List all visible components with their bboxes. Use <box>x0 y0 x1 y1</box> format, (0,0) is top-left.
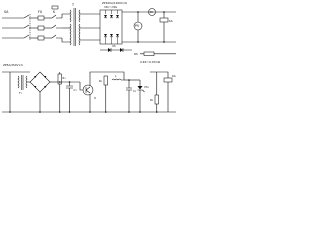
relay-ka <box>159 12 169 42</box>
lower-relay <box>150 71 173 112</box>
ammeter <box>148 8 156 16</box>
circuit-schematic: SA FU K T <box>2 1 176 113</box>
junction-dots <box>9 11 165 113</box>
control-bridge <box>27 71 58 112</box>
contactor-label: K <box>53 10 56 14</box>
voltmeter-label: PV <box>135 24 140 28</box>
three-phase-input <box>2 17 24 39</box>
relay-label: KA <box>169 19 173 23</box>
r2-label: R₂ <box>99 79 102 83</box>
switch-label: SA <box>4 10 9 14</box>
output-shunt <box>140 51 176 56</box>
control-rc-network <box>57 72 80 112</box>
r3-label: R₃ <box>150 98 153 102</box>
shunt-label: RS <box>134 52 138 56</box>
lower-transformer-label: T₁ <box>18 91 22 95</box>
thyristor-group <box>100 48 132 52</box>
fuse-group <box>37 15 52 41</box>
trigger-label: U <box>94 96 96 100</box>
lower-transformer <box>17 75 28 90</box>
input-switch <box>23 14 38 40</box>
c1-label: C₁ <box>74 88 77 92</box>
voltmeter <box>133 12 143 42</box>
fuse-label: FU <box>38 10 43 14</box>
transformer-label: T <box>71 3 75 7</box>
vs-lower-label: VS₁ <box>144 85 149 89</box>
lower-feed <box>2 71 176 113</box>
main-transformer <box>61 8 81 46</box>
ka-lower-label: KA <box>172 74 176 78</box>
c2-label: C₂ <box>133 89 136 93</box>
dc-output-bus <box>122 11 176 43</box>
rectifier-bridge <box>99 9 123 45</box>
trigger-circuit <box>79 71 106 112</box>
lower-model-label: ZP5A/250V×4 <box>3 63 23 67</box>
inductor-label: L <box>115 74 117 78</box>
ammeter-label: PA <box>150 10 154 14</box>
rectifier-diode-label: VD₁～VD₆ <box>104 5 118 9</box>
secondary-wiring <box>80 13 100 41</box>
r1-label: R₁ <box>63 76 66 80</box>
thyristor-label: VS <box>112 44 116 48</box>
rectifier-model-label: ZP100A/1200V×6 <box>102 1 127 5</box>
lower-right-network <box>103 71 140 112</box>
contactor-k <box>51 5 62 39</box>
lower-thyristor <box>137 80 145 112</box>
output-range-label: 0.46～0.07mΩ <box>140 60 161 64</box>
